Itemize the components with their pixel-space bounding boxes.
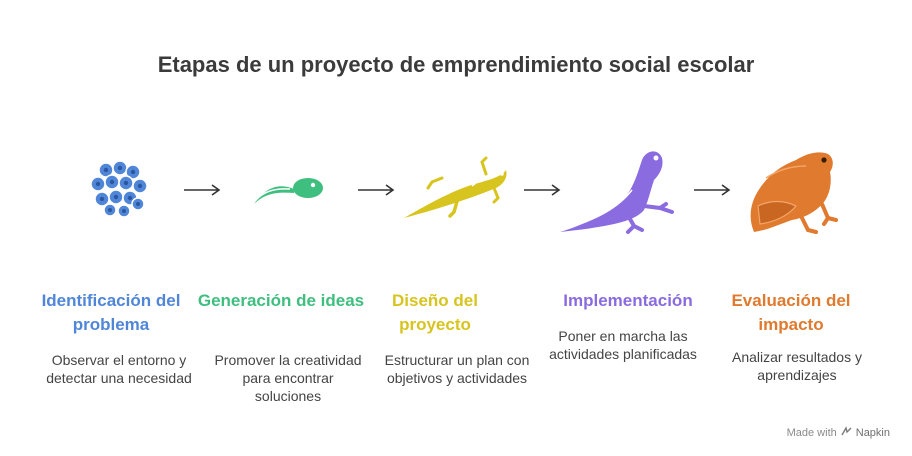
arrow-2-to-3 — [356, 182, 396, 203]
footer-attribution: Made with Napkin — [787, 426, 890, 440]
diagram-title: Etapas de un proyecto de emprendimiento … — [157, 52, 755, 77]
stage-desc-identificacion: Observar el entorno y detectar una neces… — [46, 352, 192, 386]
footer-brand: Napkin — [855, 427, 890, 439]
frog-eggs-icon — [86, 158, 152, 225]
stage-desc-evaluacion: Analizar resultados y aprendizajes — [732, 349, 862, 383]
tadpole-with-legs-icon — [402, 152, 514, 227]
arrow-1-to-2 — [182, 182, 222, 203]
stage-title-diseno: Diseño del proyecto — [392, 291, 478, 334]
arrow-3-to-4 — [522, 182, 562, 203]
stage-title-implementacion: Implementación — [563, 291, 693, 310]
stage-desc-diseno: Estructurar un plan con objetivos y acti… — [384, 352, 530, 386]
footer-made-with: Made with — [786, 427, 837, 439]
stage-desc-generacion: Promover la creatividad para encontrar s… — [214, 352, 362, 404]
froglet-icon — [556, 146, 676, 243]
stage-title-generacion: Generación de ideas — [197, 291, 365, 310]
tadpole-icon — [250, 174, 326, 215]
napkin-logo-icon — [841, 426, 852, 440]
frog-icon — [744, 148, 838, 243]
arrow-4-to-5 — [692, 182, 732, 203]
stage-title-identificacion: Identificación del problema — [41, 291, 181, 334]
stage-desc-implementacion: Poner en marcha las actividades planific… — [549, 328, 697, 362]
stage-title-evaluacion: Evaluación del impacto — [731, 291, 851, 334]
